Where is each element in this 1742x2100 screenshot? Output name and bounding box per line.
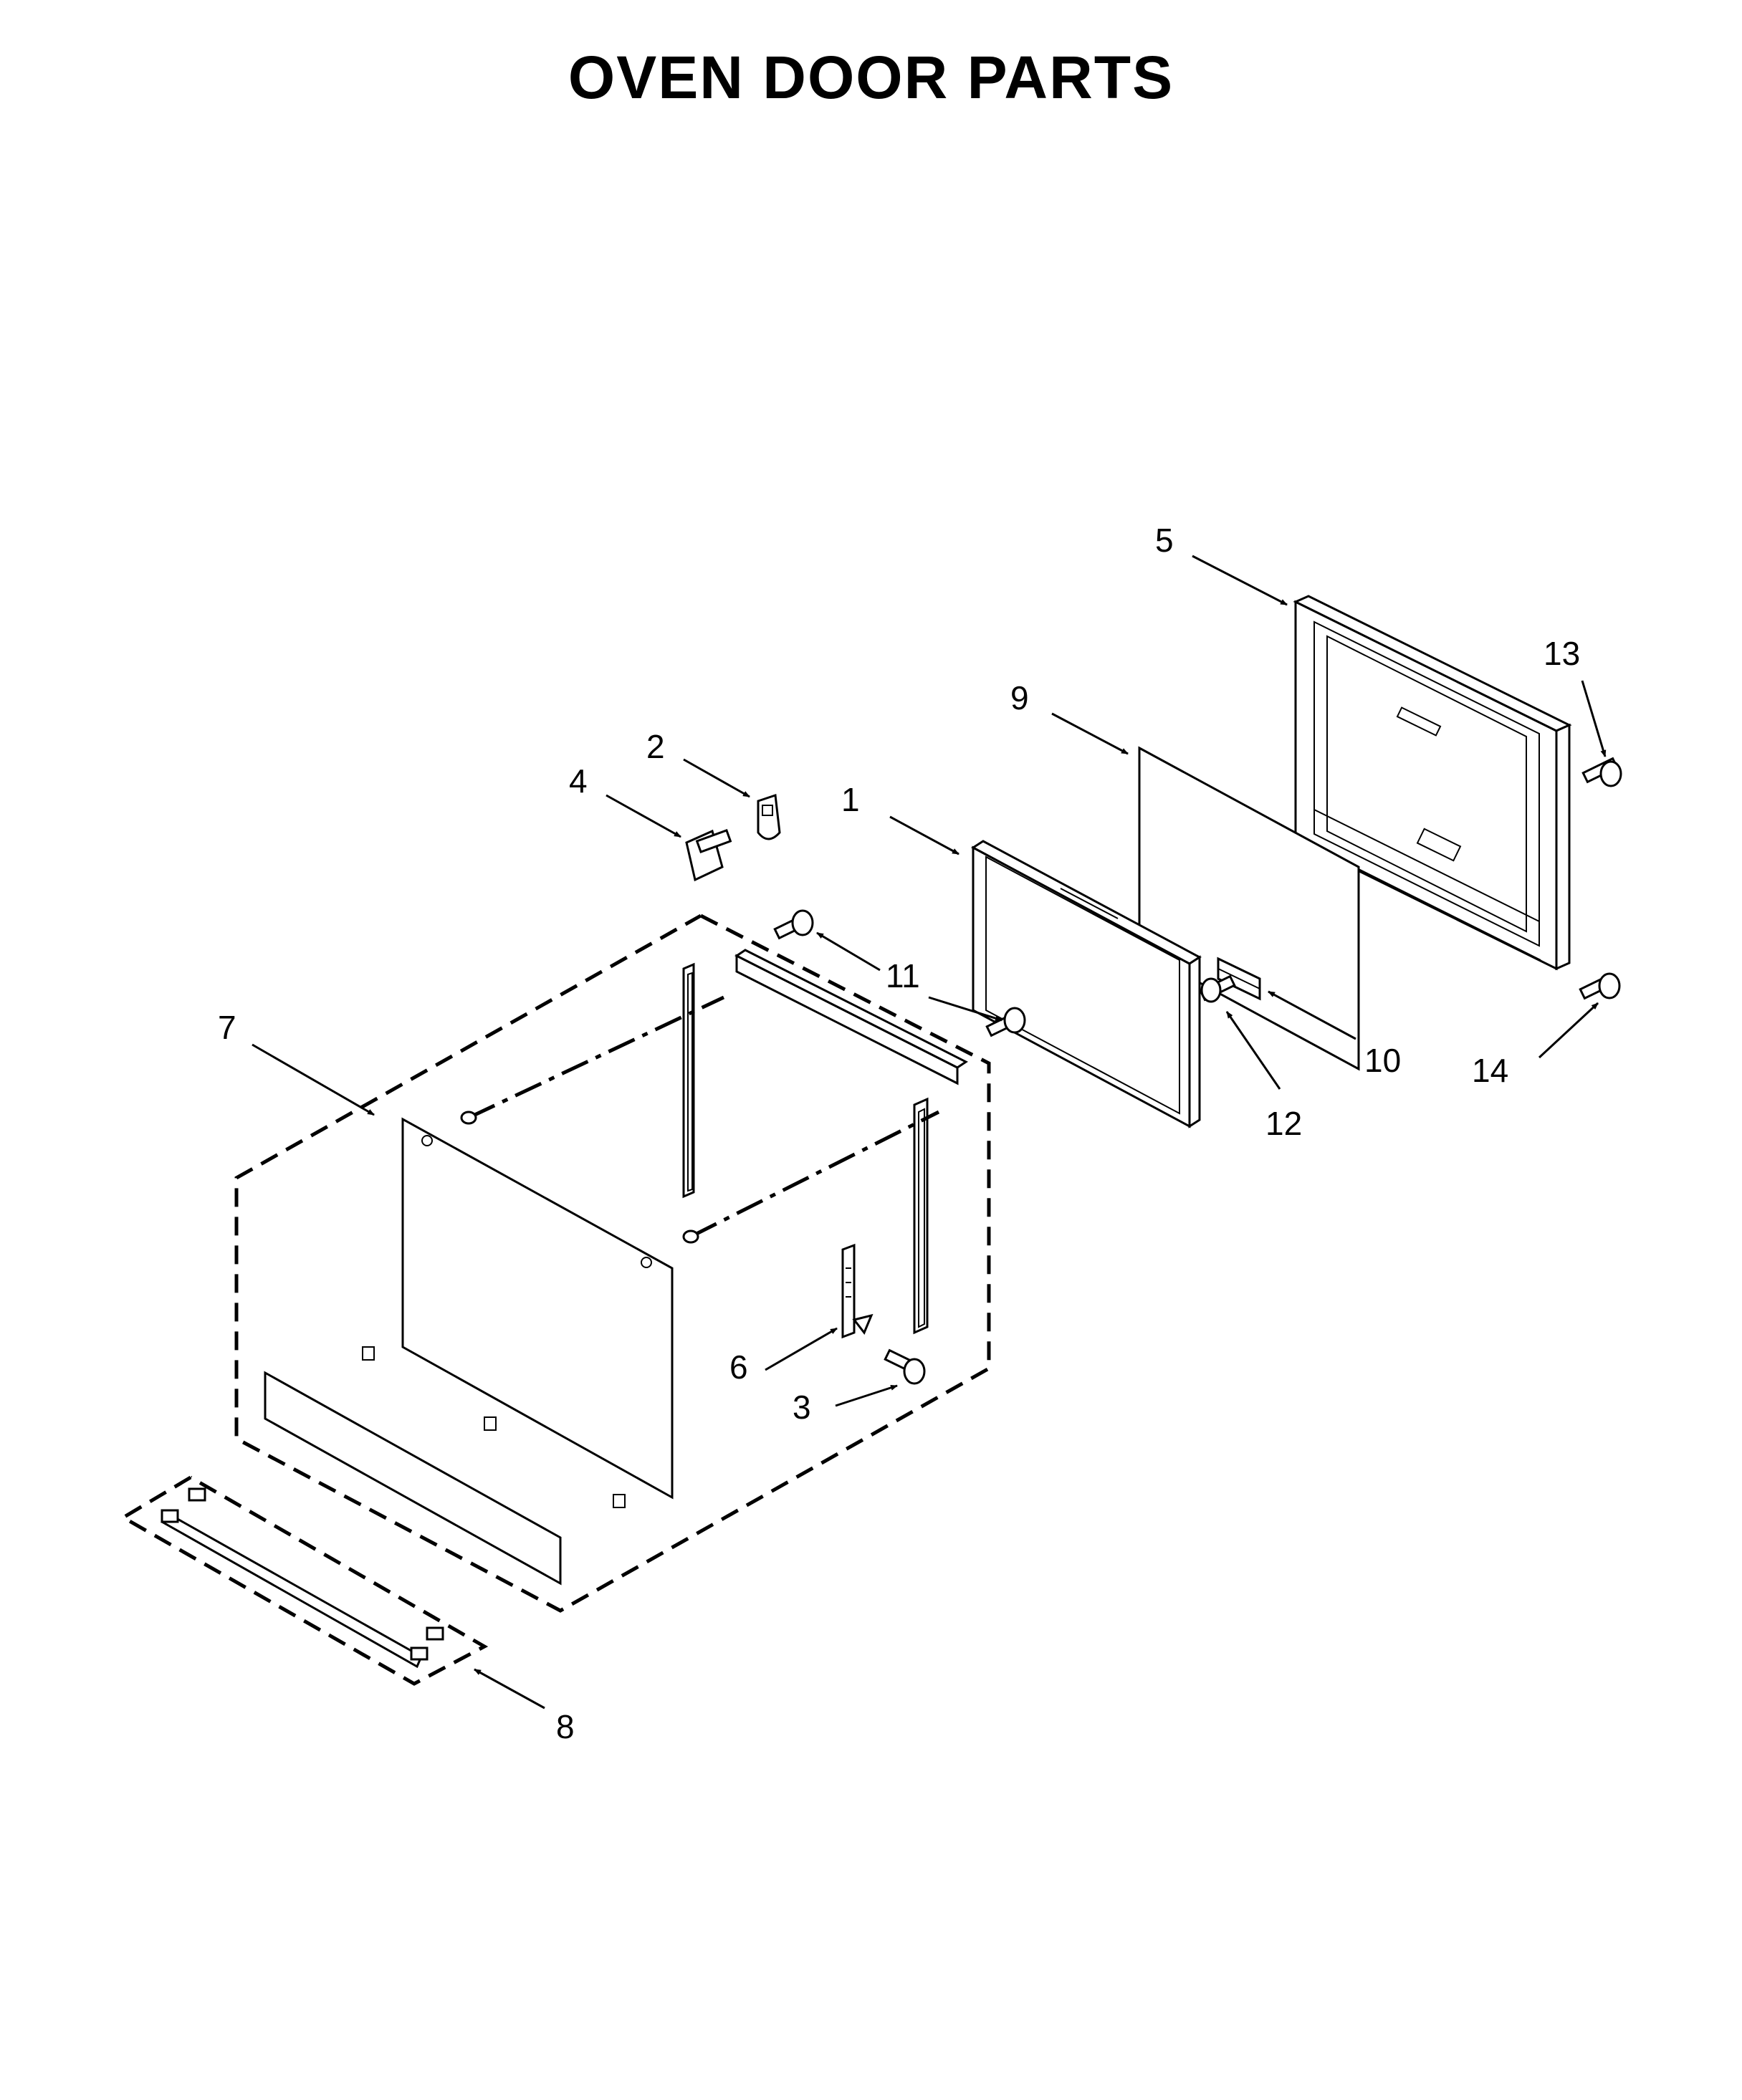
part-7-outer-door-assembly [234,914,991,1613]
leader-3 [835,1384,898,1407]
leader-6 [765,1327,838,1371]
leader-9 [1051,712,1129,755]
leader-10 [1268,990,1356,1040]
callout-labels: 1 2 3 4 5 6 7 8 9 10 11 12 13 14 [218,522,1580,1745]
callout-2: 2 [646,728,665,765]
part-1-door-liner [971,840,1202,1128]
callout-9: 9 [1010,679,1029,716]
part-4-clip [685,829,732,882]
leader-12 [1225,1011,1281,1090]
part-13-screw [1581,757,1622,787]
callout-12: 12 [1265,1105,1302,1142]
callout-7: 7 [218,1009,236,1046]
callout-10: 10 [1364,1042,1401,1079]
part-9-inner-glass [1138,746,1360,1071]
part-14-screw [1579,972,1621,1000]
leader-8 [474,1668,545,1710]
callout-13: 13 [1544,635,1580,672]
callout-6: 6 [729,1348,748,1386]
part-12-screw [1199,974,1236,1003]
part-2-clip [757,793,781,840]
part-3-screw [884,1348,926,1385]
callout-4: 4 [569,762,588,800]
leader-5 [1192,555,1288,606]
callout-8: 8 [556,1708,575,1745]
leader-7 [252,1043,375,1116]
leader-4 [606,794,681,838]
part-6-hinge [841,1243,874,1339]
callout-3: 3 [793,1389,811,1426]
leader-11-upper [816,931,881,972]
callout-14: 14 [1472,1052,1508,1089]
part-8-door-handle [120,1475,489,1686]
part-5-inner-door-frame [1293,595,1572,971]
callout-5: 5 [1155,522,1174,559]
part-10-bracket [1217,956,1261,1001]
leader-lines [252,555,1607,1710]
callout-1: 1 [841,781,860,818]
leader-13 [1581,680,1607,757]
leader-14 [1538,1002,1599,1059]
page-title: OVEN DOOR PARTS [568,44,1174,111]
leader-1 [889,815,959,855]
part-11-screw-upper [773,909,814,940]
leader-11-lower [928,996,1002,1022]
callout-11: 11 [886,957,920,994]
leader-2 [683,758,750,798]
